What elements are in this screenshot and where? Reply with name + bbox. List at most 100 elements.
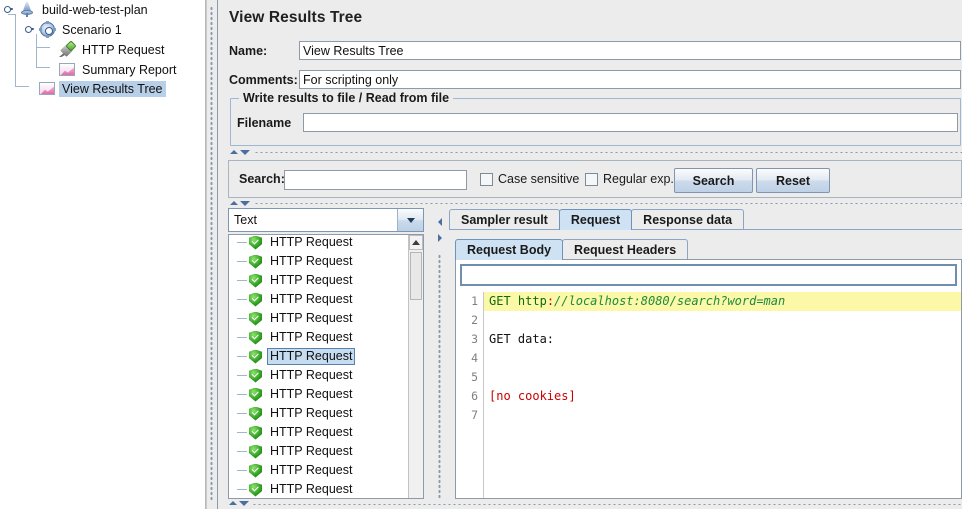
sample-list-item-label: HTTP Request bbox=[270, 387, 353, 401]
sample-list-item[interactable]: HTTP Request bbox=[229, 252, 407, 271]
tree-connector bbox=[237, 261, 247, 262]
editor-find-input[interactable] bbox=[460, 264, 957, 286]
collapse-down-arrow-icon[interactable] bbox=[240, 201, 250, 206]
sample-list-item-label: HTTP Request bbox=[270, 254, 353, 268]
collapse-up-arrow-icon[interactable] bbox=[230, 150, 238, 154]
view-results-tree-panel: View Results Tree Name: View Results Tre… bbox=[219, 0, 962, 509]
horizontal-split-top[interactable] bbox=[228, 148, 962, 157]
tree-expand-handle-scenario[interactable] bbox=[25, 25, 34, 34]
code-line bbox=[484, 368, 961, 387]
horizontal-split-results-bottom[interactable] bbox=[228, 499, 962, 509]
sample-list-item[interactable]: HTTP Request bbox=[229, 442, 407, 461]
sample-list-item-label: HTTP Request bbox=[270, 292, 353, 306]
split-grip bbox=[438, 254, 441, 499]
tree-node-label: HTTP Request bbox=[82, 42, 165, 57]
code-segment: GET bbox=[489, 294, 518, 308]
collapse-down-arrow-icon[interactable] bbox=[240, 150, 250, 155]
test-plan-tree-panel[interactable]: build-web-test-plan Scenario 1 HTTP Requ… bbox=[0, 0, 206, 509]
scrollbar-thumb[interactable] bbox=[410, 252, 422, 300]
code-line bbox=[484, 406, 961, 425]
regular-exp-checkbox[interactable] bbox=[585, 173, 598, 186]
success-shield-icon bbox=[249, 387, 262, 402]
reset-button[interactable]: Reset bbox=[756, 168, 830, 193]
tab-response-data[interactable]: Response data bbox=[631, 209, 745, 230]
main-split-divider[interactable] bbox=[206, 0, 218, 509]
tree-node-build-web-test-plan[interactable]: build-web-test-plan bbox=[18, 0, 151, 19]
code-segment: [no cookies] bbox=[489, 389, 576, 403]
tree-node-label: Summary Report bbox=[82, 62, 177, 77]
code-segment: //localhost:8080/search?word=man bbox=[554, 294, 786, 308]
comments-row: Comments: For scripting only bbox=[229, 70, 962, 89]
tree-connector bbox=[36, 47, 50, 48]
collapse-up-arrow-icon[interactable] bbox=[230, 201, 238, 205]
chevron-down-icon[interactable] bbox=[397, 209, 423, 231]
line-number: 7 bbox=[471, 408, 478, 422]
results-split-divider[interactable] bbox=[434, 208, 446, 499]
http-sampler-pipette-icon bbox=[58, 40, 77, 58]
scroll-up-arrow-icon bbox=[412, 240, 420, 245]
sample-list-item[interactable]: HTTP Request bbox=[229, 385, 407, 404]
collapse-right-arrow-icon[interactable] bbox=[438, 234, 442, 242]
tree-node-label: View Results Tree bbox=[59, 80, 166, 97]
sample-list-item[interactable]: HTTP Request bbox=[229, 480, 407, 498]
tree-expand-handle-root[interactable] bbox=[4, 5, 13, 14]
collapse-down-arrow-icon[interactable] bbox=[239, 501, 249, 506]
tree-node-http-request[interactable]: HTTP Request bbox=[58, 40, 167, 59]
sample-list-item[interactable]: HTTP Request bbox=[229, 235, 407, 252]
render-type-combo[interactable]: Text bbox=[228, 208, 424, 232]
search-button[interactable]: Search bbox=[674, 168, 753, 193]
tree-node-label: Scenario 1 bbox=[62, 22, 122, 37]
collapse-up-arrow-icon[interactable] bbox=[229, 501, 237, 505]
tree-connector bbox=[36, 67, 50, 68]
sample-list-item-label: HTTP Request bbox=[270, 235, 353, 249]
sample-list-item[interactable]: HTTP Request bbox=[229, 423, 407, 442]
tab-request-headers[interactable]: Request Headers bbox=[562, 239, 689, 260]
success-shield-icon bbox=[249, 482, 262, 497]
filename-input[interactable] bbox=[303, 113, 958, 132]
tree-node-scenario-1[interactable]: Scenario 1 bbox=[38, 20, 125, 39]
search-input[interactable] bbox=[284, 170, 467, 190]
editor-code-lines[interactable]: GET http://localhost:8080/search?word=ma… bbox=[484, 292, 961, 498]
write-results-group-title: Write results to file / Read from file bbox=[239, 91, 454, 105]
success-shield-icon bbox=[249, 330, 262, 345]
line-number: 3 bbox=[471, 332, 478, 346]
regular-exp-label: Regular exp. bbox=[603, 172, 674, 186]
sample-list-item[interactable]: HTTP Request bbox=[229, 290, 407, 309]
horizontal-split-bottom[interactable] bbox=[228, 199, 962, 208]
listener-chart-icon bbox=[58, 61, 76, 78]
line-number: 4 bbox=[471, 351, 478, 365]
tree-node-view-results-tree[interactable]: View Results Tree bbox=[38, 79, 166, 98]
sample-list-item-label: HTTP Request bbox=[270, 444, 353, 458]
sample-list-item[interactable]: HTTP Request bbox=[229, 347, 407, 366]
code-line bbox=[484, 311, 961, 330]
case-sensitive-label: Case sensitive bbox=[498, 172, 580, 186]
sample-list-scrollbar[interactable] bbox=[408, 235, 423, 498]
tree-connector bbox=[237, 432, 247, 433]
collapse-left-arrow-icon[interactable] bbox=[438, 218, 442, 226]
code-line: GET data: bbox=[484, 330, 961, 349]
sample-list-item[interactable]: HTTP Request bbox=[229, 404, 407, 423]
sample-list-item[interactable]: HTTP Request bbox=[229, 309, 407, 328]
comments-input[interactable]: For scripting only bbox=[299, 70, 961, 89]
tab-request[interactable]: Request bbox=[558, 209, 633, 230]
secondary-tabstrip: Request Body Request Headers bbox=[455, 238, 962, 260]
scroll-up-button[interactable] bbox=[409, 235, 423, 250]
sample-list-item[interactable]: HTTP Request bbox=[229, 366, 407, 385]
tree-connector bbox=[15, 14, 16, 86]
tree-node-summary-report[interactable]: Summary Report bbox=[58, 60, 179, 79]
tab-sampler-result[interactable]: Sampler result bbox=[449, 209, 560, 230]
name-input[interactable]: View Results Tree bbox=[299, 41, 961, 60]
case-sensitive-checkbox[interactable] bbox=[480, 173, 493, 186]
sample-list-item[interactable]: HTTP Request bbox=[229, 328, 407, 347]
write-results-group: Write results to file / Read from file F… bbox=[230, 91, 961, 146]
name-label: Name: bbox=[229, 43, 268, 58]
divider-grip bbox=[210, 6, 213, 501]
sample-list-item[interactable]: HTTP Request bbox=[229, 461, 407, 480]
tab-request-body[interactable]: Request Body bbox=[455, 239, 564, 260]
sample-list-item[interactable]: HTTP Request bbox=[229, 271, 407, 290]
